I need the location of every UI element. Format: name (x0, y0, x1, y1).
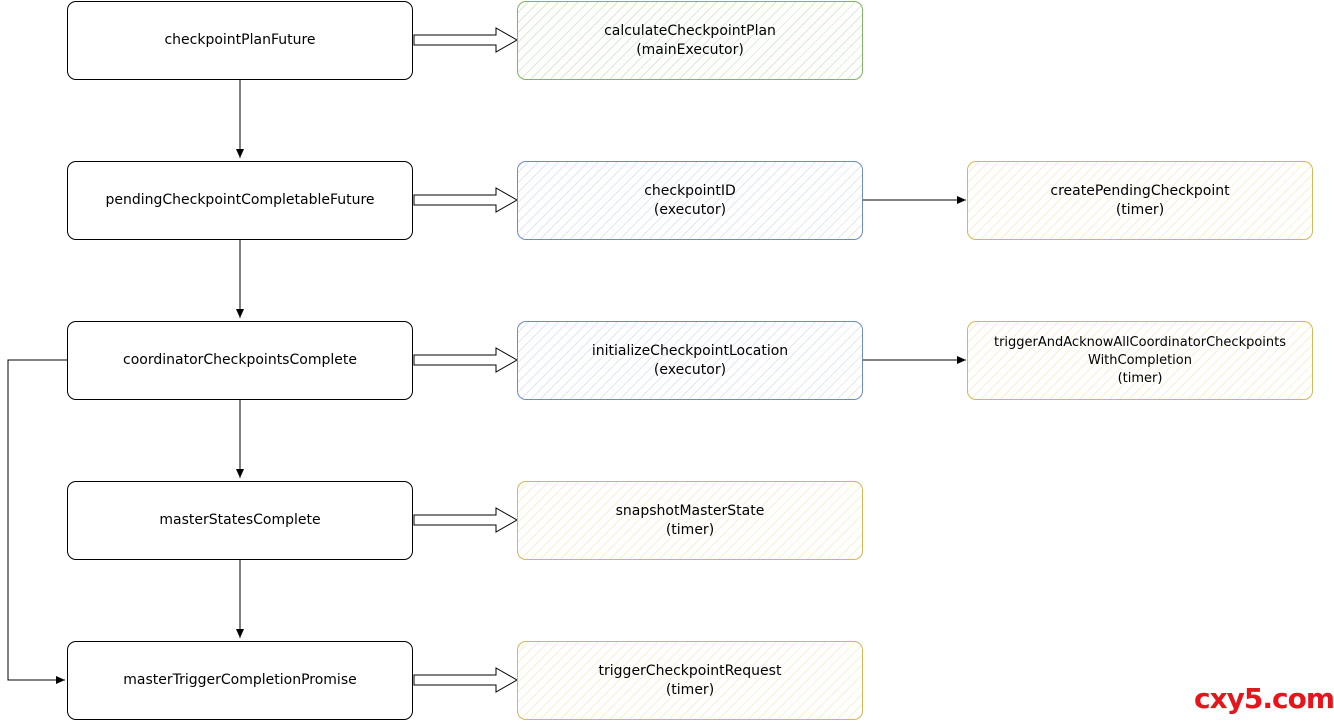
node-label: snapshotMasterState (615, 502, 765, 519)
node-checkpoint-id[interactable]: checkpointID (executor) (517, 161, 863, 240)
node-pending-checkpoint-completable-future[interactable]: pendingCheckpointCompletableFuture (67, 161, 413, 240)
block-arrow-row4 (413, 507, 519, 533)
node-trigger-and-acknow-all-coordinator-checkpoints[interactable]: triggerAndAcknowAllCoordinatorCheckpoint… (967, 321, 1313, 400)
block-arrow-row2 (413, 187, 519, 213)
node-sublabel: (timer) (1115, 201, 1165, 218)
node-sublabel: (executor) (653, 361, 727, 378)
block-arrow-row1 (413, 27, 519, 53)
node-label: createPendingCheckpoint (1050, 182, 1230, 199)
node-snapshot-master-state[interactable]: snapshotMasterState (timer) (517, 481, 863, 560)
node-sublabel: (timer) (665, 521, 715, 538)
node-label: triggerAndAcknowAllCoordinatorCheckpoint… (993, 334, 1287, 350)
node-label: checkpointID (644, 182, 736, 199)
node-sublabel: (timer) (1117, 370, 1163, 386)
node-label: pendingCheckpointCompletableFuture (105, 192, 375, 208)
node-label: masterTriggerCompletionPromise (123, 672, 357, 688)
node-master-trigger-completion-promise[interactable]: masterTriggerCompletionPromise (67, 641, 413, 720)
node-master-states-complete[interactable]: masterStatesComplete (67, 481, 413, 560)
node-sublabel: (timer) (665, 681, 715, 698)
node-label-continued: WithCompletion (1088, 352, 1192, 368)
watermark-text: cxy5.com (1194, 682, 1334, 715)
node-label: checkpointPlanFuture (164, 32, 316, 48)
node-label: triggerCheckpointRequest (598, 662, 782, 679)
node-label: masterStatesComplete (159, 512, 321, 528)
edge-coordinator-loop-to-promise (7, 359, 67, 684)
node-label: coordinatorCheckpointsComplete (123, 352, 357, 368)
node-label: calculateCheckpointPlan (604, 22, 776, 39)
block-arrow-row5 (413, 667, 519, 693)
node-sublabel: (executor) (653, 201, 727, 218)
block-arrow-row3 (413, 347, 519, 373)
node-initialize-checkpoint-location[interactable]: initializeCheckpointLocation (executor) (517, 321, 863, 400)
node-label: initializeCheckpointLocation (591, 342, 789, 359)
node-sublabel: (mainExecutor) (636, 41, 744, 58)
node-trigger-checkpoint-request[interactable]: triggerCheckpointRequest (timer) (517, 641, 863, 720)
node-checkpoint-plan-future[interactable]: checkpointPlanFuture (67, 1, 413, 80)
node-calculate-checkpoint-plan[interactable]: calculateCheckpointPlan (mainExecutor) (517, 1, 863, 80)
node-coordinator-checkpoints-complete[interactable]: coordinatorCheckpointsComplete (67, 321, 413, 400)
node-create-pending-checkpoint[interactable]: createPendingCheckpoint (timer) (967, 161, 1313, 240)
